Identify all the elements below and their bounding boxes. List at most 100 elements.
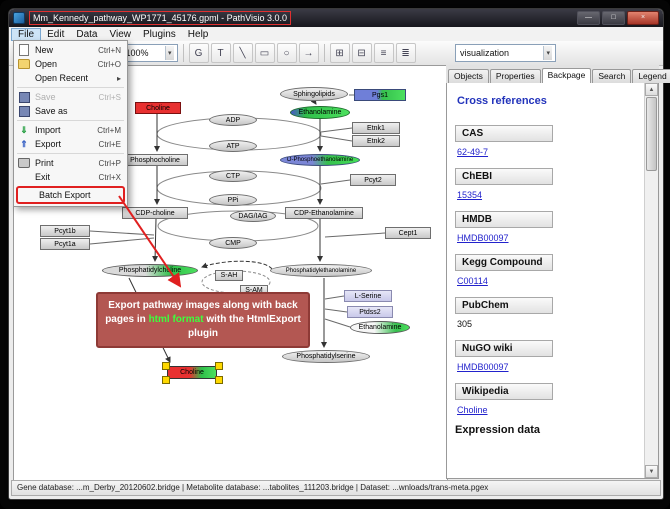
selection-handle[interactable] [162, 376, 170, 384]
xref-header: CAS [455, 125, 553, 142]
node-phosphatidylserine[interactable]: Phosphatidylserine [282, 350, 370, 363]
line-tool-button[interactable]: ╲ [232, 43, 253, 63]
xref-section-kegg: Kegg Compound C00114 [455, 252, 642, 286]
visualization-value: visualization [460, 48, 510, 58]
node-o-phosphoethanolamine[interactable]: O-Phosphoethanolamine [280, 154, 360, 166]
zoom-value: 100% [125, 48, 149, 58]
node-atp[interactable]: ATP [209, 140, 257, 152]
align-vertical-button[interactable]: ⊟ [351, 43, 372, 63]
node-sphingolipids[interactable]: Sphingolipids [280, 87, 348, 101]
selection-handle[interactable] [162, 362, 170, 370]
node-cdp-ethanolamine[interactable]: CDP-Ethanolamine [285, 207, 363, 219]
xref-section-chebi: ChEBI 15354 [455, 166, 642, 200]
node-phosphatidylcholine[interactable]: Phosphatidylcholine [102, 264, 198, 277]
tab-properties[interactable]: Properties [489, 69, 541, 83]
scroll-up-icon[interactable]: ▲ [645, 83, 658, 96]
rect-tool-button[interactable]: ▭ [254, 43, 275, 63]
visualization-combobox[interactable]: visualization ▾ [455, 44, 556, 62]
node-ctp[interactable]: CTP [209, 170, 257, 182]
oval-tool-button[interactable]: ○ [276, 43, 297, 63]
app-icon [13, 12, 25, 24]
node-etnk1[interactable]: Etnk1 [352, 122, 400, 134]
selection-handle[interactable] [215, 362, 223, 370]
minimize-button[interactable]: — [577, 11, 600, 25]
arrow-tool-button[interactable]: → [298, 43, 319, 63]
node-ethanolamine-bottom[interactable]: Ethanolamine [350, 321, 410, 334]
node-cdp-choline[interactable]: CDP-choline [122, 207, 188, 219]
annotation-text: with the HtmlExport plugin [188, 314, 301, 339]
chevron-down-icon[interactable]: ▾ [543, 46, 552, 60]
gene-product-tool-button[interactable]: G [188, 43, 209, 63]
scroll-down-icon[interactable]: ▼ [645, 465, 658, 478]
panel-tabs: Objects Properties Backpage Search Legen… [446, 65, 670, 83]
tab-search[interactable]: Search [592, 69, 632, 83]
node-choline-bottom-selected[interactable]: Choline [167, 366, 217, 379]
node-ppi[interactable]: PPi [209, 194, 257, 206]
menu-plugins[interactable]: Plugins [142, 28, 176, 40]
window-title: Mm_Kennedy_pathway_WP1771_45176.gpml - P… [29, 11, 291, 25]
menu-item-import[interactable]: ⇓ Import Ctrl+M [14, 123, 127, 137]
node-cept1[interactable]: Cept1 [385, 227, 431, 239]
menu-item-save-as[interactable]: Save as [14, 104, 127, 118]
align-horizontal-button[interactable]: ⊞ [329, 43, 350, 63]
menu-file[interactable]: File [11, 27, 42, 41]
label-tool-button[interactable]: T [210, 43, 231, 63]
menu-item-batch-export[interactable]: Batch Export [39, 190, 91, 200]
xref-link[interactable]: 15354 [457, 190, 483, 200]
menu-item-exit[interactable]: Exit Ctrl+X [35, 172, 121, 182]
node-pgs1[interactable]: Pgs1 [354, 89, 406, 101]
printer-icon [18, 158, 30, 169]
scrollbar-thumb[interactable] [646, 97, 657, 171]
chevron-down-icon[interactable]: ▾ [165, 46, 174, 60]
maximize-button[interactable]: □ [602, 11, 625, 25]
node-ptdss2[interactable]: Ptdss2 [347, 306, 393, 318]
stack-horizontal-button[interactable]: ≡ [373, 43, 394, 63]
xref-link[interactable]: HMDB00097 [457, 233, 509, 243]
xref-header: HMDB [455, 211, 553, 228]
menu-item-open-recent[interactable]: Open Recent ▸ [35, 73, 121, 83]
xref-link[interactable]: 62-49-7 [457, 147, 489, 157]
menu-data[interactable]: Data [76, 28, 98, 40]
xref-header: ChEBI [455, 168, 553, 185]
xref-link[interactable]: HMDB00097 [457, 362, 509, 372]
tab-legend[interactable]: Legend [632, 69, 670, 83]
node-etnk2[interactable]: Etnk2 [352, 135, 400, 147]
tab-objects[interactable]: Objects [448, 69, 489, 83]
xref-link[interactable]: C00114 [457, 276, 488, 286]
xref-header: NuGO wiki [455, 340, 553, 357]
zoom-combobox[interactable]: 100% ▾ [120, 44, 178, 62]
status-bar: Gene database: ...m_Derby_20120602.bridg… [11, 480, 661, 496]
stack-vertical-button[interactable]: ≣ [395, 43, 416, 63]
annotation-callout: Export pathway images along with back pa… [96, 292, 310, 348]
xref-header: Kegg Compound [455, 254, 553, 271]
xref-section-hmdb: HMDB HMDB00097 [455, 209, 642, 243]
menu-edit[interactable]: Edit [47, 28, 65, 40]
menu-item-export[interactable]: ⇑ Export Ctrl+E [14, 137, 127, 151]
node-pcyt2[interactable]: Pcyt2 [350, 174, 396, 186]
node-cmp[interactable]: CMP [209, 237, 257, 249]
node-phosphocholine[interactable]: Phosphocholine [122, 154, 188, 166]
menu-item-new[interactable]: New Ctrl+N [14, 43, 127, 57]
selection-handle[interactable] [215, 376, 223, 384]
menu-item-print[interactable]: Print Ctrl+P [14, 156, 127, 170]
node-pcyt1b[interactable]: Pcyt1b [40, 225, 90, 237]
node-choline-top[interactable]: Choline [135, 102, 181, 114]
side-panel: Objects Properties Backpage Search Legen… [446, 65, 670, 479]
node-pcyt1a[interactable]: Pcyt1a [40, 238, 90, 250]
node-s-ah[interactable]: S-AH [215, 270, 243, 281]
close-button[interactable]: × [627, 11, 659, 25]
node-adp[interactable]: ADP [209, 114, 257, 126]
xref-link[interactable]: Choline [457, 405, 488, 415]
menu-item-open[interactable]: Open Ctrl+O [14, 57, 127, 71]
node-l-serine[interactable]: L-Serine [344, 290, 392, 302]
menu-item-save[interactable]: Save Ctrl+S [14, 90, 127, 104]
panel-scrollbar[interactable]: ▲ ▼ [644, 83, 658, 478]
xref-section-wikipedia: Wikipedia Choline [455, 381, 642, 415]
node-dag[interactable]: DAG/IAG [230, 210, 276, 222]
node-phosphatidylethanolamine[interactable]: Phosphatidylethanolamine [270, 264, 372, 277]
menu-view[interactable]: View [109, 28, 131, 40]
annotation-text: Export pathway images along with back pa… [105, 300, 298, 325]
node-ethanolamine-top[interactable]: Ethanolamine [290, 106, 350, 119]
tab-backpage[interactable]: Backpage [541, 68, 592, 83]
menu-help[interactable]: Help [187, 28, 209, 40]
